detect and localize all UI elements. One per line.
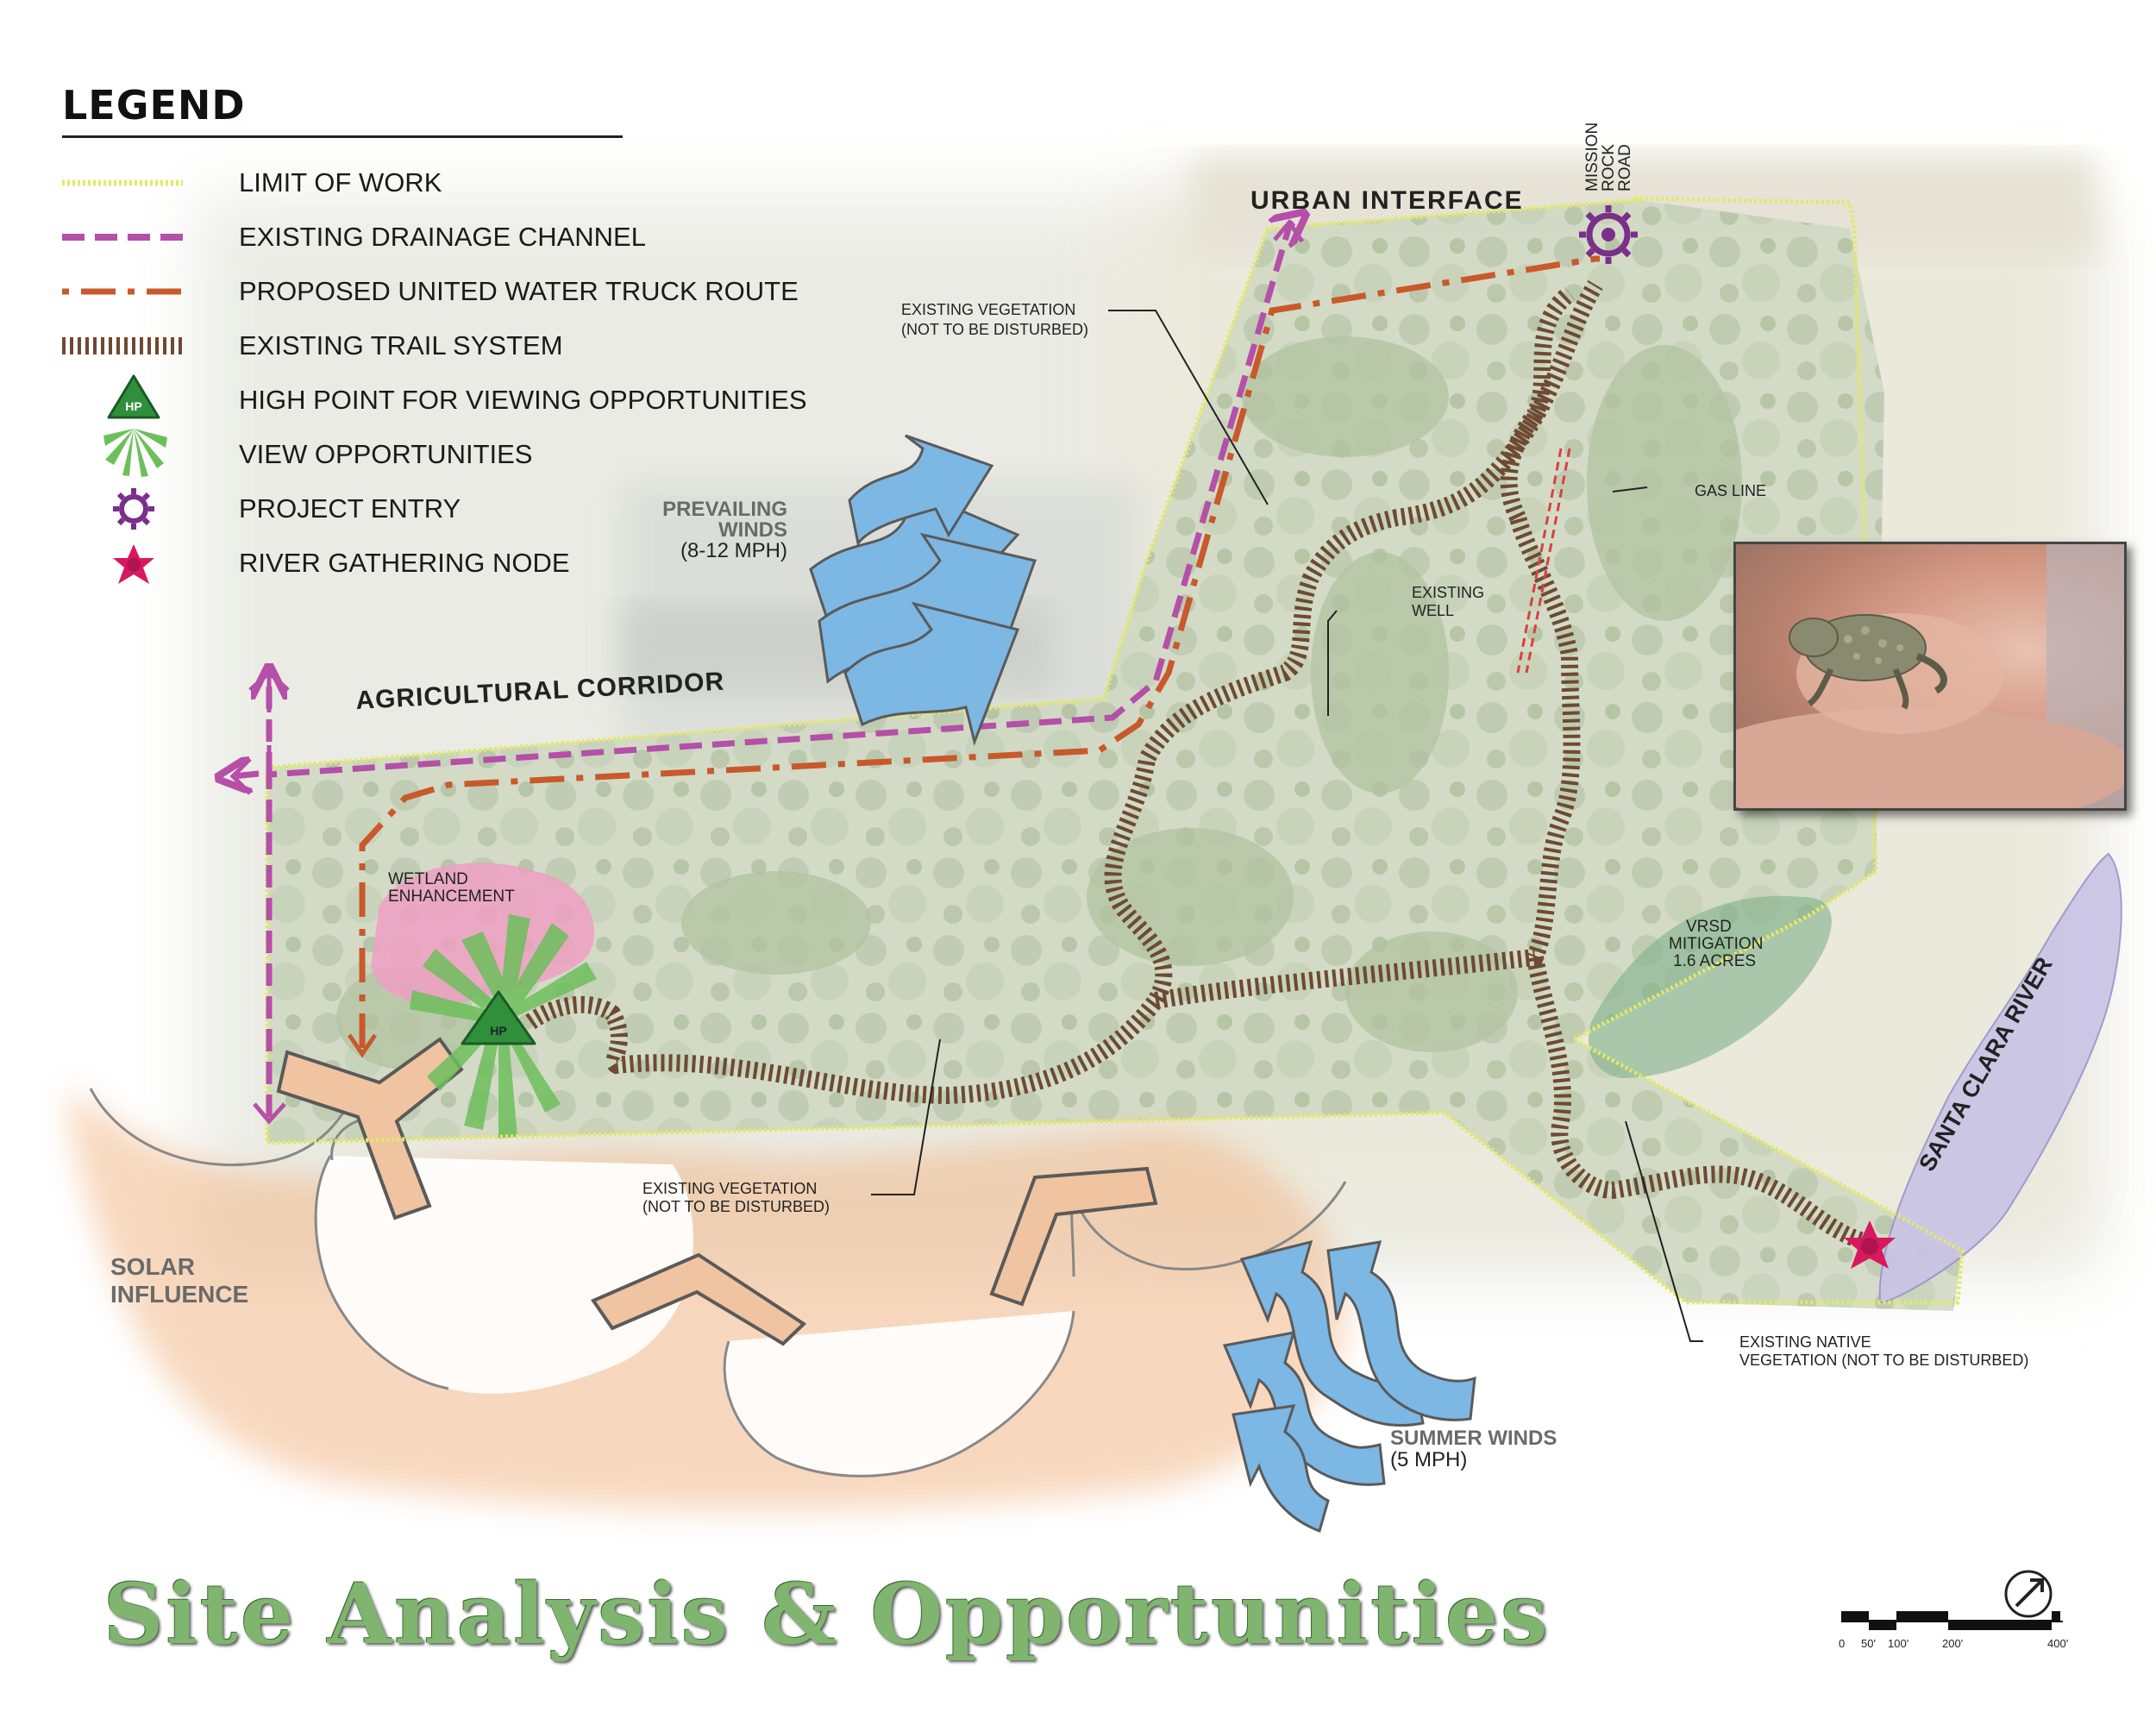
vrsd-mitigation-area: [1588, 895, 1832, 1078]
legend: LEGEND LIMIT OF WORK EXISTING DRAINAGE C…: [62, 82, 807, 584]
green-triangle-hp-icon: HP: [107, 374, 160, 419]
truck-route-arrowhead: [347, 1033, 378, 1058]
brown-hatched-line-icon: [62, 337, 183, 354]
svg-text:WINDS: WINDS: [718, 518, 787, 542]
river-gathering-node-icon: [1844, 1220, 1896, 1269]
svg-text:WELL: WELL: [1412, 602, 1454, 619]
svg-text:(8-12 MPH): (8-12 MPH): [680, 539, 787, 562]
svg-text:EXISTING NATIVE: EXISTING NATIVE: [1739, 1333, 1871, 1351]
svg-text:MITIGATION: MITIGATION: [1669, 935, 1763, 953]
yellow-dotted-line-icon: [62, 179, 183, 186]
svg-text:SOLAR: SOLAR: [110, 1253, 195, 1280]
mission-rock-road-label: MISSION ROCK ROAD: [1583, 122, 1634, 191]
svg-text:VRSD: VRSD: [1686, 918, 1732, 936]
vegetation-blobs: [336, 336, 1742, 1070]
svg-text:(NOT TO BE DISTURBED): (NOT TO BE DISTURBED): [642, 1198, 830, 1215]
legend-item-drainage-channel: EXISTING DRAINAGE CHANNEL: [62, 211, 646, 263]
lizard-drawing: [1736, 544, 2124, 808]
svg-text:1.6 ACRES: 1.6 ACRES: [1673, 952, 1756, 970]
site-vegetation-area: [267, 200, 1962, 1311]
drainage-arrowhead-down: [253, 1102, 286, 1125]
legend-item-river-gathering-node: RIVER GATHERING NODE: [62, 537, 570, 589]
scale-bar: 0 50' 100' 200' 400': [1839, 1611, 2068, 1650]
solar-influence-label: SOLAR INFLUENCE: [110, 1253, 248, 1308]
magenta-dashed-line-icon: [62, 234, 183, 241]
svg-text:400': 400': [2047, 1637, 2068, 1650]
drainage-arrowhead-top: [1273, 218, 1305, 243]
svg-text:INFLUENCE: INFLUENCE: [110, 1281, 248, 1308]
truck-route-line: [359, 255, 1600, 1048]
project-entry-gear-icon: [1579, 205, 1638, 264]
legend-item-truck-route: PROPOSED UNITED WATER TRUCK ROUTE: [62, 266, 799, 317]
gas-line: [1516, 448, 1571, 674]
existing-native-vegetation-label: EXISTING NATIVE VEGETATION (NOT TO BE DI…: [1739, 1333, 2028, 1369]
existing-vegetation-top-label: EXISTING VEGETATION (NOT TO BE DISTURBED…: [901, 301, 1088, 338]
legend-item-trail-system: EXISTING TRAIL SYSTEM: [62, 320, 563, 372]
orange-dash-dot-line-icon: [62, 288, 183, 295]
horned-lizard-photo: [1733, 542, 2127, 811]
svg-text:SUMMER WINDS: SUMMER WINDS: [1390, 1427, 1557, 1450]
prevailing-wind-arrows: [809, 434, 1037, 746]
legend-title: LEGEND: [62, 82, 246, 129]
svg-text:WETLAND: WETLAND: [388, 870, 468, 888]
vrsd-mitigation-label: VRSD MITIGATION 1.6 ACRES: [1669, 918, 1763, 970]
svg-text:0: 0: [1839, 1637, 1845, 1650]
legend-item-view-opportunities: VIEW OPPORTUNITIES: [62, 429, 532, 480]
view-opportunities-fan: [410, 914, 597, 1138]
urban-interface-label: URBAN INTERFACE: [1250, 186, 1524, 215]
existing-vegetation-bottom-label: EXISTING VEGETATION (NOT TO BE DISTURBED…: [642, 1180, 830, 1215]
summer-wind-arrows: [1222, 1239, 1476, 1533]
svg-text:ROAD: ROAD: [1616, 144, 1634, 191]
green-fan-icon: [103, 429, 167, 477]
high-point-hp-icon: HP: [461, 990, 536, 1045]
svg-text:PREVAILING: PREVAILING: [662, 498, 787, 521]
svg-text:EXISTING: EXISTING: [1412, 584, 1484, 601]
red-star-node-icon: [113, 544, 154, 584]
svg-text:MISSION: MISSION: [1583, 122, 1601, 191]
svg-text:ENHANCEMENT: ENHANCEMENT: [388, 888, 515, 906]
legend-item-high-point: HP HIGH POINT FOR VIEWING OPPORTUNITIES: [62, 374, 807, 426]
legend-item-limit-of-work: LIMIT OF WORK: [62, 157, 442, 209]
solar-angle-chevrons: [276, 1037, 1158, 1346]
gas-line-label: GAS LINE: [1695, 482, 1766, 499]
svg-text:50': 50': [1861, 1637, 1876, 1650]
hp-label: HP: [490, 1024, 506, 1038]
svg-text:EXISTING VEGETATION: EXISTING VEGETATION: [901, 301, 1075, 318]
svg-text:EXISTING VEGETATION: EXISTING VEGETATION: [642, 1180, 817, 1197]
svg-text:100': 100': [1888, 1637, 1908, 1650]
svg-text:200': 200': [1942, 1637, 1963, 1650]
legend-divider: [62, 135, 623, 138]
svg-text:VEGETATION (NOT TO BE DISTURBE: VEGETATION (NOT TO BE DISTURBED): [1739, 1352, 2028, 1369]
page-title: Site Analysis & Opportunities: [103, 1565, 1551, 1663]
existing-well-label: EXISTING WELL: [1412, 584, 1484, 619]
purple-gear-icon: [113, 488, 154, 530]
limit-of-work-line: [265, 196, 1965, 1305]
leader-lines: [871, 310, 1703, 1342]
svg-text:HP: HP: [125, 399, 141, 413]
svg-text:(NOT TO BE DISTURBED): (NOT TO BE DISTURBED): [901, 321, 1088, 338]
north-arrow-icon: [2004, 1570, 2053, 1618]
drainage-arrowhead-up: [248, 669, 290, 692]
summer-winds-label: SUMMER WINDS (5 MPH): [1390, 1427, 1557, 1471]
drainage-arrowhead-left: [229, 757, 252, 795]
wetland-enhancement-label: WETLAND ENHANCEMENT: [388, 870, 515, 906]
svg-text:ROCK: ROCK: [1600, 144, 1618, 191]
existing-trail-system: [525, 279, 1870, 1251]
prevailing-winds-label: PREVAILING WINDS (8-12 MPH): [662, 498, 787, 562]
legend-item-project-entry: PROJECT ENTRY: [62, 483, 461, 535]
svg-text:(5 MPH): (5 MPH): [1390, 1448, 1467, 1471]
